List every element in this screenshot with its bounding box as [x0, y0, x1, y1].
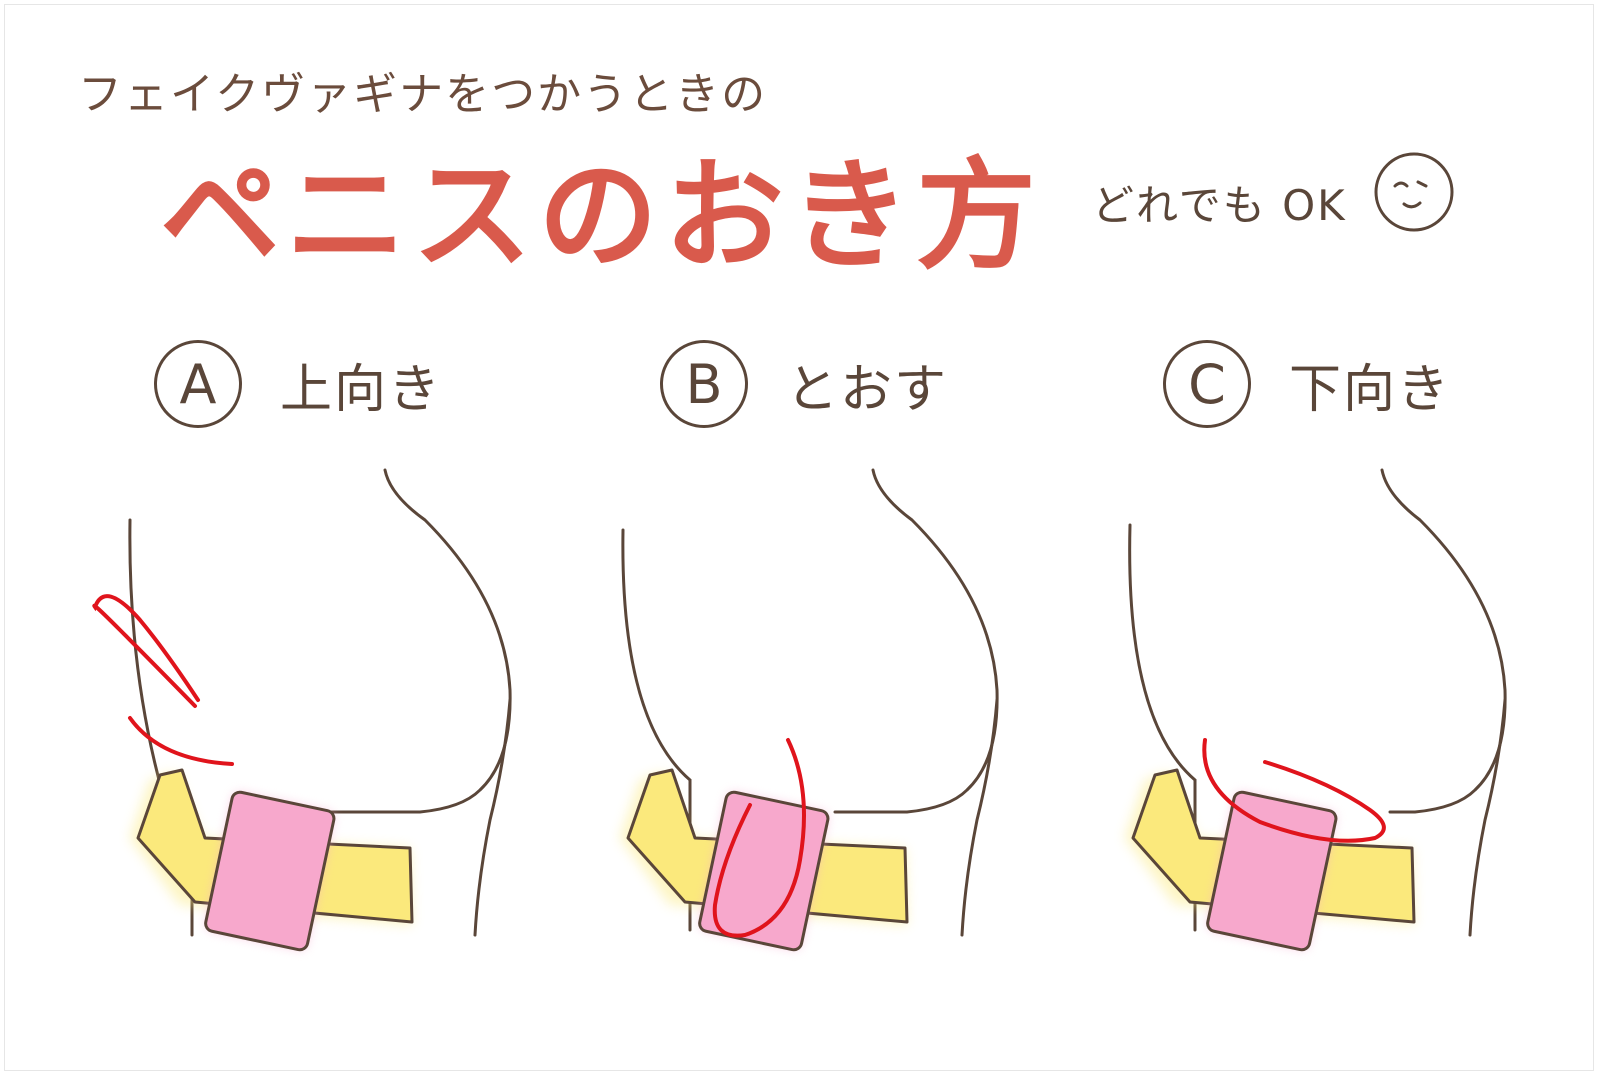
- panel-a-buttock-outline: [318, 468, 512, 814]
- panel-b-penis-outline: [712, 738, 806, 938]
- subtitle: フェイクヴァギナをつかうときの: [78, 69, 768, 120]
- panel-c-heading: C 下向き: [1163, 340, 1451, 428]
- panel-b-letter-circle: B: [660, 340, 748, 428]
- panel-c-buttock-outline: [1380, 468, 1507, 814]
- panel-b-label: とおす: [786, 359, 949, 420]
- panel-b-thigh-outline: [960, 698, 999, 937]
- panel-a-heading: A 上向き: [154, 340, 442, 428]
- image-frame: [4, 4, 1594, 1071]
- panel-c-thigh-outline: [1468, 698, 1507, 937]
- panel-b-buttock-outline: [833, 468, 999, 814]
- note-text: どれでも OK: [1092, 181, 1347, 230]
- panel-c-letter-circle: C: [1163, 340, 1251, 428]
- panel-c-body-outline: [1128, 523, 1197, 932]
- panel-a-label: 上向き: [280, 359, 443, 420]
- panel-c-penis-outline: [1202, 738, 1386, 843]
- panel-a-figure: [92, 468, 512, 952]
- panel-c-figure: [1125, 468, 1507, 952]
- panel-b-device: [698, 790, 830, 952]
- panel-b-heading: B とおす: [660, 340, 948, 428]
- panel-a-device: [204, 790, 336, 952]
- panel-c-device: [1206, 790, 1338, 952]
- panel-a-penis-outline: [92, 594, 234, 766]
- panel-b-figure: [620, 468, 999, 952]
- panel-b-body-outline: [621, 528, 692, 932]
- panel-c-label: 下向き: [1289, 359, 1452, 420]
- panel-a-thigh-outline: [473, 698, 512, 937]
- panel-a-letter-circle: A: [154, 340, 242, 428]
- page-title: ペニスのおき方: [160, 147, 1042, 286]
- smiley-icon: [1374, 152, 1454, 232]
